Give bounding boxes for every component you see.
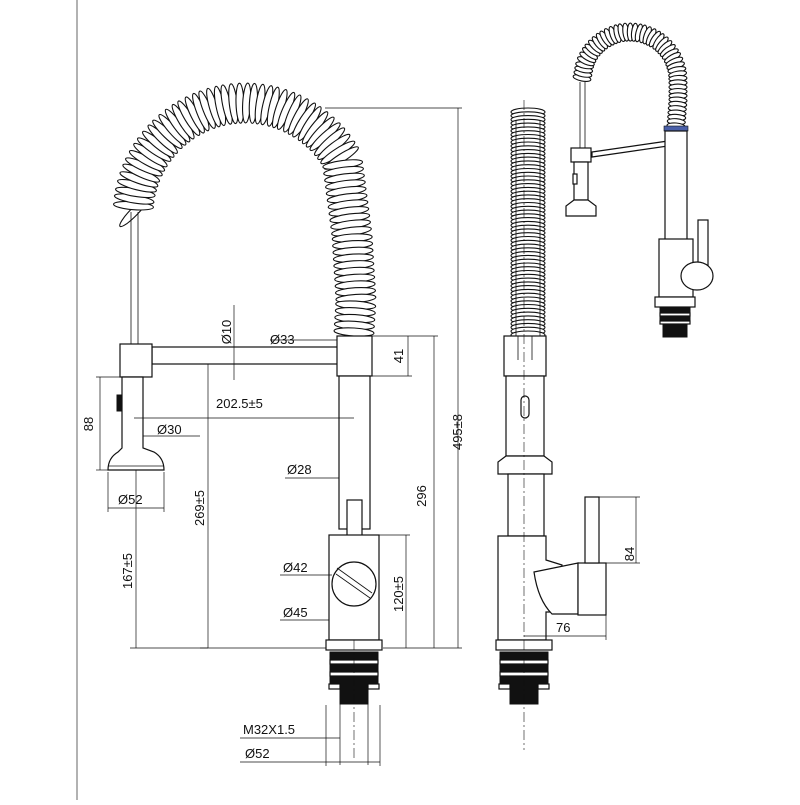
dim-76-label: 76 xyxy=(556,620,570,635)
front-handle-lever xyxy=(346,499,363,537)
dim-167-label: 167±5 xyxy=(120,553,135,589)
front-dimensions: 495±8 296 41 Ø33 Ø10 202.5±5 88 Ø30 Ø52 xyxy=(81,107,465,766)
dim-88-label: 88 xyxy=(81,417,96,431)
dia-42-label: Ø42 xyxy=(283,560,308,575)
dia-28-label: Ø28 xyxy=(287,462,312,477)
dim-296-label: 296 xyxy=(414,485,429,507)
side-dimensions: 84 76 xyxy=(524,496,640,640)
side-handle-base xyxy=(533,562,579,615)
front-arm-rod xyxy=(151,346,339,365)
front-spray-holder xyxy=(119,343,153,378)
dim-495-label: 495±8 xyxy=(450,414,465,450)
side-spray-button xyxy=(520,395,530,419)
dim-269-label: 269±5 xyxy=(192,490,207,526)
side-handle-cap xyxy=(577,562,607,616)
perspective-view xyxy=(565,22,714,338)
dim-202-label: 202.5±5 xyxy=(216,396,263,411)
front-spring-coil xyxy=(113,82,377,337)
dia-45-label: Ø45 xyxy=(283,605,308,620)
perspective-spring-coil xyxy=(572,22,688,130)
dia-10-label: Ø10 xyxy=(219,320,234,345)
perspective-accent-ring xyxy=(663,125,689,132)
perspective-arm xyxy=(591,140,669,158)
front-view xyxy=(107,82,383,760)
side-collar xyxy=(503,335,547,377)
perspective-holder xyxy=(570,147,592,163)
dim-84-label: 84 xyxy=(622,547,637,561)
dia-52-spray-label: Ø52 xyxy=(118,492,143,507)
perspective-handle-knob xyxy=(680,261,714,291)
front-column-collar xyxy=(336,335,373,377)
front-handle-disk xyxy=(331,561,377,607)
side-handle-lever xyxy=(584,496,600,564)
perspective-threaded-shank xyxy=(659,307,691,338)
front-spray-head xyxy=(107,376,165,471)
dim-120-label: 120±5 xyxy=(391,576,406,612)
side-spray-face xyxy=(497,455,553,475)
front-spray-button xyxy=(116,394,122,412)
thread-label: M32X1.5 xyxy=(243,722,295,737)
perspective-column xyxy=(664,130,688,242)
side-view xyxy=(495,100,607,750)
side-column xyxy=(507,473,545,537)
dia-30-label: Ø30 xyxy=(157,422,182,437)
dia-52-base-label: Ø52 xyxy=(245,746,270,761)
perspective-base xyxy=(654,296,696,308)
perspective-handle-lever xyxy=(697,219,709,267)
dia-33-label: Ø33 xyxy=(270,332,295,347)
dim-41-label: 41 xyxy=(391,349,406,363)
side-spring-coil xyxy=(510,107,546,340)
